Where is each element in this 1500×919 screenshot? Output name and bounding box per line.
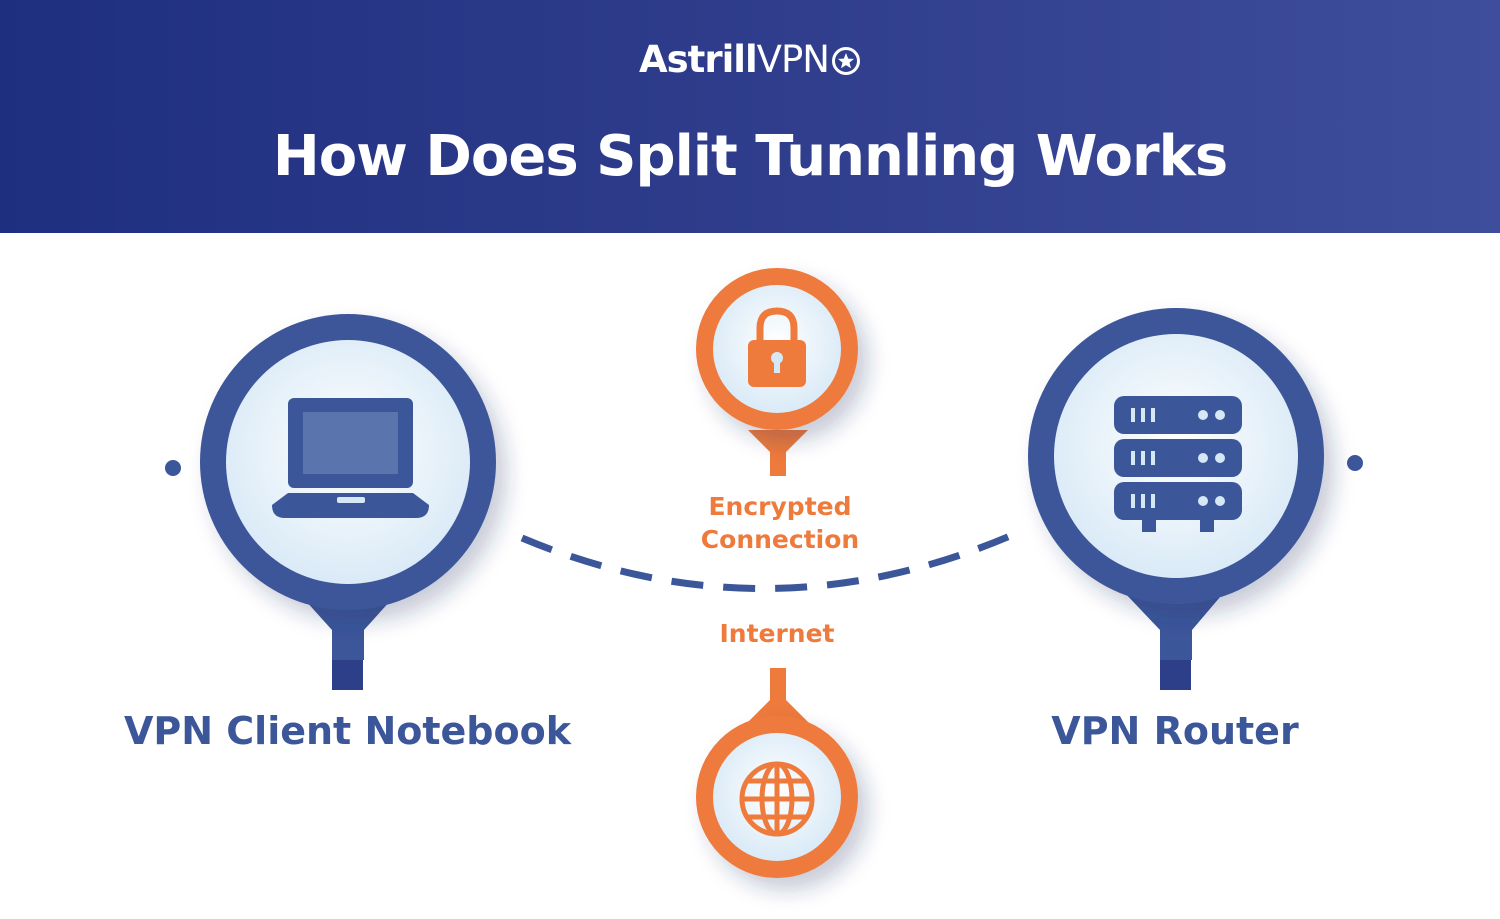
laptop-icon bbox=[272, 398, 429, 518]
connection-dashed-line bbox=[520, 532, 1012, 592]
right-dot bbox=[1347, 455, 1363, 471]
header-banner bbox=[0, 0, 1500, 233]
globe-icon bbox=[739, 761, 815, 837]
client-label: VPN Client Notebook bbox=[124, 709, 571, 753]
left-dot bbox=[165, 460, 181, 476]
server-icon bbox=[1114, 396, 1242, 532]
encrypted-label-line1: Encrypted bbox=[708, 492, 852, 521]
encrypted-label: Encrypted Connection bbox=[660, 490, 900, 556]
star-icon bbox=[831, 47, 860, 75]
astrill-logo: AstrillVPN bbox=[0, 38, 1500, 81]
logo-brand: Astrill bbox=[639, 38, 758, 81]
lock-icon bbox=[748, 307, 806, 387]
logo-suffix: VPN bbox=[756, 38, 830, 81]
router-label: VPN Router bbox=[1051, 709, 1299, 753]
page-title: How Does Split Tunnling Works bbox=[272, 124, 1228, 189]
internet-label: Internet bbox=[719, 619, 835, 648]
encrypted-label-line2: Connection bbox=[700, 525, 860, 554]
